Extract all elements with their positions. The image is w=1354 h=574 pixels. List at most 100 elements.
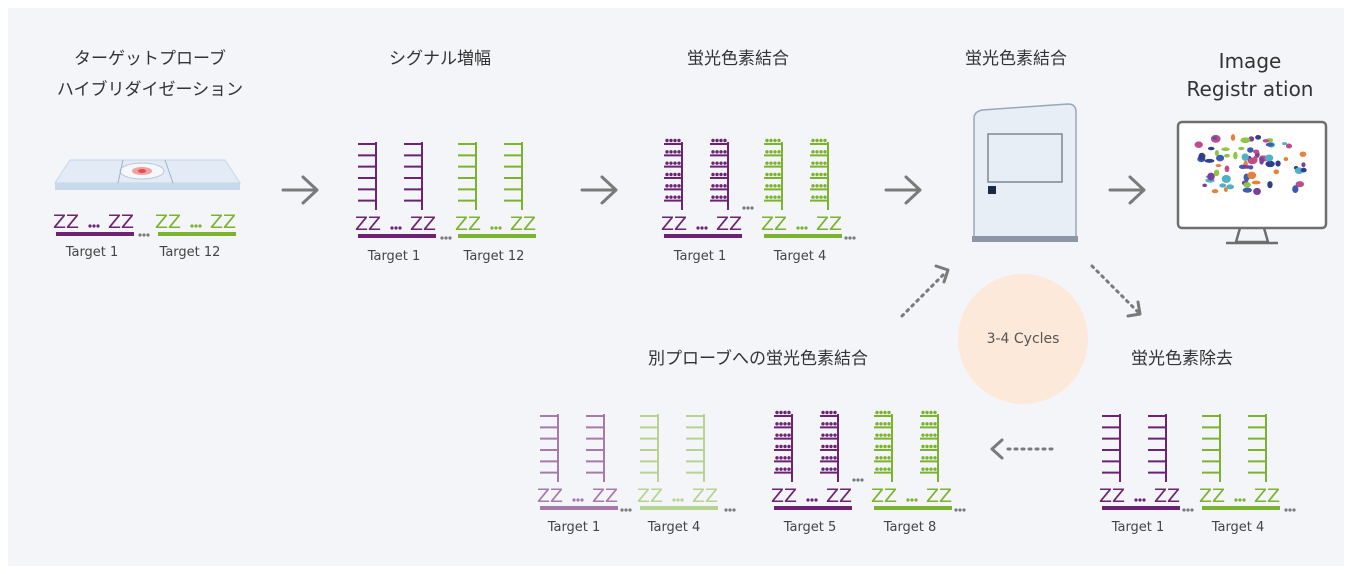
dye-dot — [719, 195, 723, 199]
amplifier-comb — [458, 142, 477, 210]
dye-dot — [723, 161, 727, 165]
ellipsis-dots — [88, 224, 100, 228]
probe-bar — [640, 506, 718, 510]
zz-text: ZZ — [1254, 485, 1280, 507]
amplifier-comb — [504, 142, 523, 210]
cell — [1194, 141, 1203, 148]
ellipsis-dots — [390, 226, 402, 230]
cycle-circle: 3-4 Cycles — [958, 274, 1088, 404]
dye-dot — [711, 195, 715, 199]
dot — [146, 233, 150, 237]
dot — [724, 508, 728, 512]
step2-title: シグナル増幅 — [389, 49, 491, 69]
ellipsis-dots — [572, 498, 584, 502]
dye-dot — [879, 467, 883, 471]
cell — [1267, 181, 1273, 189]
dot — [700, 226, 704, 230]
ellipsis-dots — [954, 508, 966, 512]
dye-dot — [829, 444, 833, 449]
dotted-arrow-down-head — [1126, 300, 1142, 318]
dot — [746, 206, 750, 210]
dye-dot — [783, 410, 787, 415]
amplifier-comb — [1102, 414, 1121, 482]
dye-dot — [875, 467, 879, 471]
monitor-illustration — [1176, 120, 1328, 245]
dye-dot — [925, 467, 929, 471]
dot — [914, 498, 918, 502]
dot — [394, 226, 398, 230]
dye-dot — [665, 195, 669, 199]
target-bar — [764, 234, 842, 238]
dot — [958, 508, 962, 512]
zz-text: ZZ — [592, 485, 618, 507]
dye-dot — [669, 150, 673, 154]
dye-dot — [879, 422, 883, 426]
cell — [1265, 160, 1275, 168]
cell — [1233, 151, 1238, 160]
cell — [1275, 160, 1281, 167]
dye-dot — [715, 195, 719, 199]
dot — [848, 236, 852, 240]
amplifier-comb — [686, 414, 705, 482]
dye-dot — [811, 150, 815, 154]
dye-dot — [825, 422, 829, 426]
amplifier-comb — [404, 142, 423, 210]
dye-dot — [933, 410, 937, 415]
dye-dot — [775, 422, 779, 426]
cell — [1300, 167, 1307, 173]
dye-dot — [811, 138, 815, 143]
dye-dot — [677, 138, 681, 143]
dye-dot — [811, 161, 815, 165]
ellipsis-dots — [1284, 508, 1296, 512]
dye-dot — [673, 195, 677, 199]
right-arrow — [884, 175, 922, 205]
dot — [814, 498, 818, 502]
zz-text: ZZ — [926, 485, 952, 507]
dye-dot — [765, 172, 769, 177]
dye-dot — [677, 184, 681, 188]
dot — [1242, 498, 1246, 502]
dot — [796, 226, 800, 230]
dye-dot — [887, 467, 891, 471]
cell — [1247, 171, 1257, 180]
dot — [1288, 508, 1292, 512]
dye-dot — [833, 467, 837, 471]
probe-bar — [1202, 506, 1280, 510]
dye-dot — [883, 410, 887, 415]
cell — [1299, 151, 1307, 157]
dye-dot — [775, 410, 779, 415]
dye-dot — [823, 172, 827, 177]
dye-dot — [669, 138, 673, 143]
dye-dot — [929, 433, 933, 437]
dot — [1182, 508, 1186, 512]
dye-dot — [775, 444, 779, 449]
dye-dot — [875, 456, 879, 460]
dot — [448, 236, 452, 240]
dye-dot — [719, 150, 723, 154]
dye-dot — [783, 444, 787, 449]
dye-dot — [773, 172, 777, 177]
dye-dot — [669, 195, 673, 199]
dye-dot — [815, 161, 819, 165]
dot — [1186, 508, 1190, 512]
dye-dot — [719, 161, 723, 165]
ellipsis-dots — [1234, 498, 1246, 502]
zz-text: ZZ — [108, 211, 134, 233]
dye-dot — [719, 138, 723, 143]
ellipsis-dots — [672, 498, 684, 502]
amplifier-comb — [820, 410, 839, 482]
cell — [1240, 137, 1251, 144]
cell — [1238, 146, 1245, 151]
dye-dot — [933, 422, 937, 426]
dye-dot — [719, 172, 723, 177]
dye-dot — [765, 184, 769, 188]
dye-dot — [777, 172, 781, 177]
amplifier-comb — [1148, 414, 1167, 482]
dye-dot — [925, 433, 929, 437]
dotted-arrow-up — [900, 270, 948, 318]
dot — [490, 226, 494, 230]
zz-text: ZZ — [410, 213, 436, 235]
dye-dot — [879, 456, 883, 460]
dye-dot — [823, 195, 827, 199]
